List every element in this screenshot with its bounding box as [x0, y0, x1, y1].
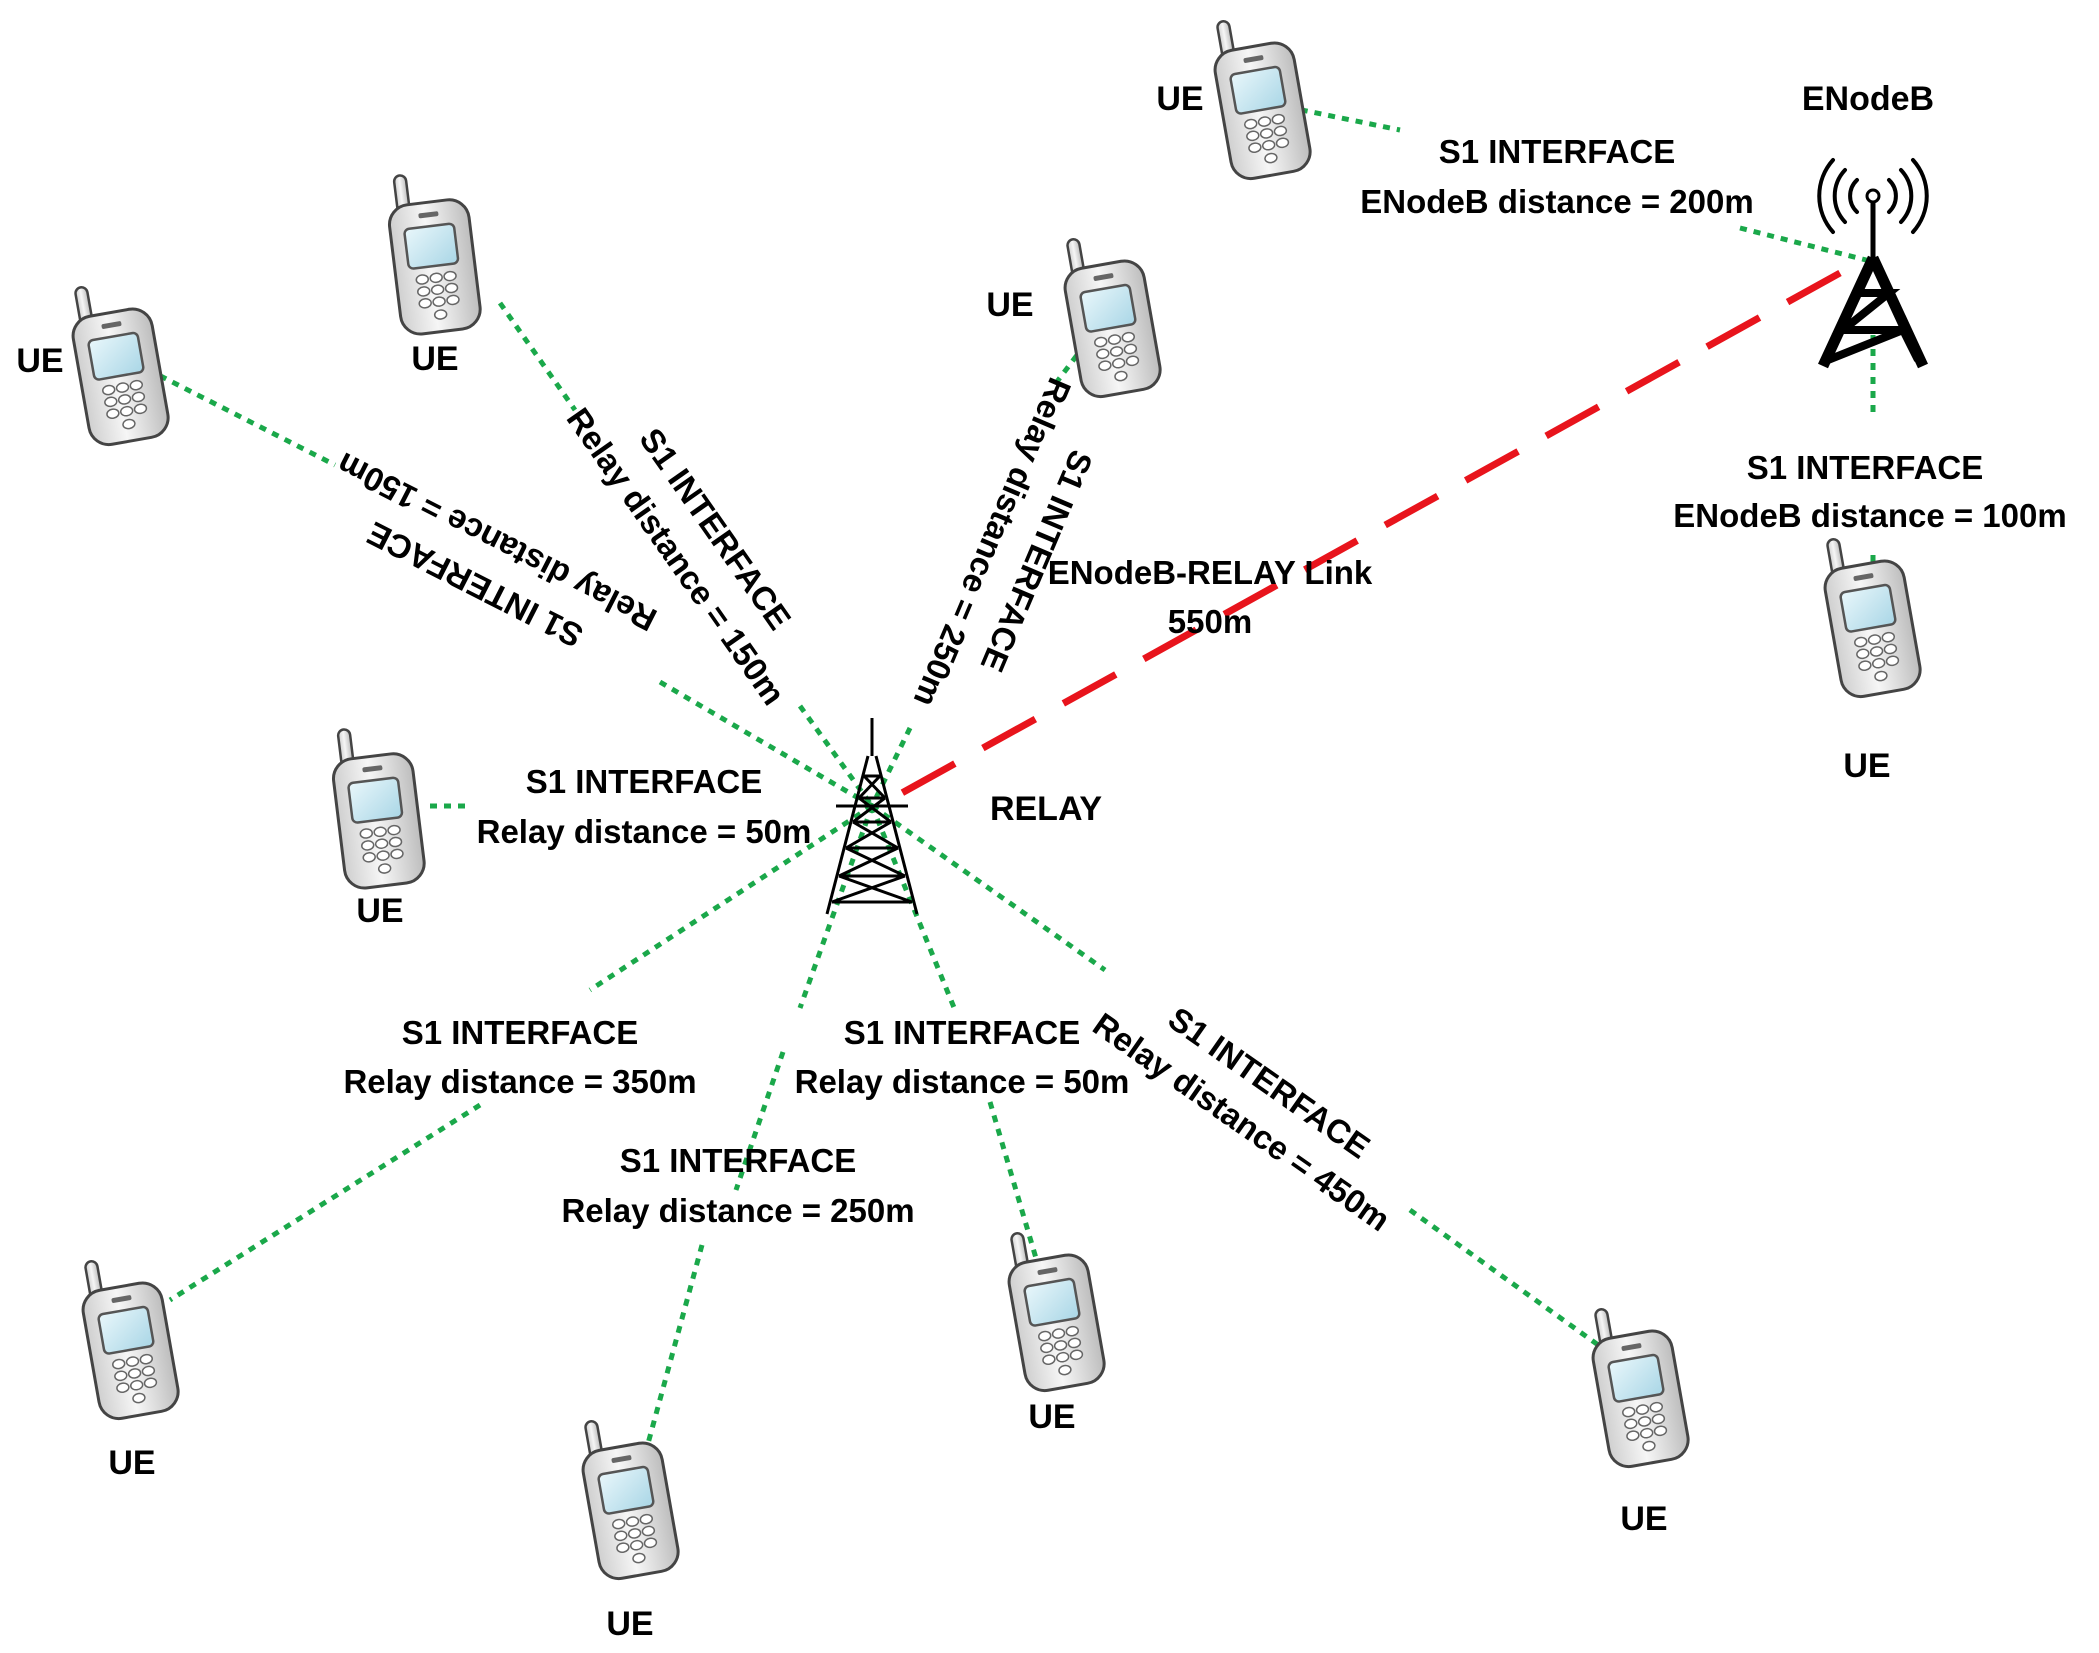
link-relay-ue-lower-left-2	[168, 1102, 482, 1303]
ue-phone-9	[999, 1220, 1109, 1396]
link-distance-label: Relay distance = 250m	[561, 1192, 914, 1229]
link-interface-label: S1 INTERFACE	[1439, 133, 1676, 170]
link-enodeb-ue-top-2	[1739, 225, 1871, 264]
link-distance-label: Relay distance = 50m	[477, 813, 812, 850]
link-distance-label: ENodeB distance = 200m	[1360, 183, 1753, 220]
links-layer	[133, 104, 1876, 1474]
link-relay-ue-bottom-3	[637, 1244, 705, 1474]
link-label-relay-ue-lower-center: S1 INTERFACE Relay distance = 50m	[795, 1014, 1130, 1100]
link-interface-label: S1 INTERFACE	[402, 1014, 639, 1051]
link-relay-ue-lower-right-2	[1408, 1207, 1642, 1378]
link-relay-ue-bottom-2	[733, 1051, 786, 1191]
relay-label: RELAY	[990, 790, 1102, 828]
backhaul-distance: 550m	[1168, 603, 1252, 640]
link-interface-label: S1 INTERFACE	[844, 1014, 1081, 1051]
link-label-relay-ue-lower-left: S1 INTERFACE Relay distance = 350m	[343, 1014, 696, 1100]
backhaul-name: ENodeB-RELAY Link	[1048, 554, 1373, 591]
link-relay-ue-upper-mid	[497, 301, 578, 412]
link-interface-label: S1 INTERFACE	[526, 763, 763, 800]
ue-phone-1	[1205, 8, 1315, 184]
ue-phone-3	[63, 274, 173, 450]
ue-label-7: UE	[108, 1444, 155, 1482]
link-relay-ue-lower-center-2	[987, 1101, 1041, 1266]
ue-phone-4	[1055, 226, 1165, 402]
ue-label-4: UE	[986, 286, 1033, 324]
link-label-enb-ue-top: S1 INTERFACE ENodeB distance = 200m	[1360, 133, 1753, 220]
cell-tower-icon	[1817, 158, 1929, 369]
ue-label-9: UE	[1028, 1398, 1075, 1436]
link-interface-label: S1 INTERFACE	[620, 1142, 857, 1179]
link-distance-label: Relay distance = 50m	[795, 1063, 1130, 1100]
ue-label-3: UE	[16, 342, 63, 380]
link-label-relay-ue-upper-mid: S1 INTERFACE Relay distance = 150m	[560, 401, 799, 711]
link-relay-ue-lower-left	[588, 803, 874, 993]
link-interface-label: S1 INTERFACE	[1747, 449, 1984, 486]
link-label-enb-ue-right: S1 INTERFACE ENodeB distance = 100m	[1673, 449, 2066, 534]
link-label-relay-ue-upper-center: S1 INTERFACE Relay distance = 250m	[907, 373, 1100, 713]
link-enodeb-ue-top	[1286, 104, 1401, 133]
link-relay-ue-lower-right	[870, 803, 1107, 973]
link-relay-ue-lower-center	[869, 805, 958, 1011]
link-relay-ue-upper-mid-2	[797, 704, 875, 808]
ue-phone-6	[326, 720, 428, 892]
ue-label-8: UE	[606, 1605, 653, 1643]
ue-phone-5	[1815, 526, 1925, 702]
enodeb-relay-link	[880, 269, 1842, 808]
ue-label-5: UE	[1843, 747, 1890, 785]
ue-phone-8	[573, 1408, 683, 1584]
ue-label-10: UE	[1620, 1500, 1667, 1538]
link-distance-label: Relay distance = 350m	[343, 1063, 696, 1100]
ue-phone-2	[382, 166, 484, 338]
ue-label-6: UE	[356, 892, 403, 930]
link-label-relay-ue-bottom: S1 INTERFACE Relay distance = 250m	[561, 1142, 914, 1229]
link-label-relay-ue-lower-right: S1 INTERFACE Relay distance = 450m	[1086, 1000, 1396, 1239]
enodeb-label: ENodeB	[1802, 80, 1934, 118]
link-distance-label: ENodeB distance = 100m	[1673, 497, 2066, 534]
ue-phone-10	[1583, 1296, 1693, 1472]
lattice-tower-icon	[825, 718, 919, 915]
link-label-relay-ue-left: S1 INTERFACE Relay distance = 50m	[477, 763, 812, 850]
ue-phone-7	[73, 1248, 183, 1424]
ue-label-2: UE	[411, 340, 458, 378]
link-relay-ue-upper-left	[133, 360, 337, 468]
ue-label-1: UE	[1156, 80, 1203, 118]
